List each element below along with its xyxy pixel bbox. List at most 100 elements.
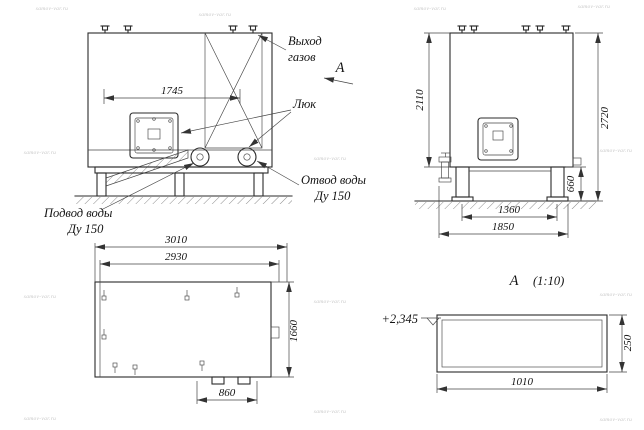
fastener-icon <box>112 362 118 374</box>
base-channel <box>455 166 470 198</box>
watermark: samov-var.ru <box>600 417 632 423</box>
watermark: samov-var.ru <box>36 6 68 12</box>
watermark: samov-var.ru <box>578 4 610 10</box>
fastener-icon <box>132 364 138 376</box>
extension-lines <box>94 243 288 282</box>
ground-side <box>414 200 597 209</box>
fastener-icon <box>101 328 107 340</box>
valve-icon <box>561 25 571 34</box>
watermark: samov-var.ru <box>600 292 632 298</box>
watermark: samov-var.ru <box>199 12 231 18</box>
water-inlet-label-2: Ду 150 <box>67 222 104 236</box>
frame-leg <box>96 172 107 197</box>
inlet-flange <box>190 147 210 167</box>
hatch-handle <box>147 128 161 140</box>
boiler-body-side <box>449 32 574 168</box>
extension-lines <box>424 32 450 168</box>
hatch-callout: Люк <box>180 97 316 148</box>
detail-view: А (1:10) +2,345 250 1010 <box>381 273 634 393</box>
water-outlet-label-1: Отвод воды <box>301 173 367 187</box>
watermark: samov-var.ru <box>600 148 632 154</box>
fastener-icon <box>199 360 205 372</box>
watermark: samov-var.ru <box>24 294 56 300</box>
watermark: samov-var.ru <box>24 416 56 422</box>
gas-outlet-label-1: Выход <box>288 34 322 48</box>
plan-fasteners <box>101 286 240 376</box>
bolt-icon <box>136 119 140 123</box>
elevation-text: +2,345 <box>381 312 418 326</box>
detail-scale: (1:10) <box>533 274 564 288</box>
bolt-icon <box>484 124 488 128</box>
dim-250-text: 250 <box>622 334 634 351</box>
water-flanges <box>190 147 257 167</box>
section-letter: А <box>335 60 345 76</box>
valve-icon <box>535 25 545 34</box>
side-hatch-door <box>477 117 519 161</box>
dim-1010: 1010 <box>436 374 608 393</box>
watermark: samov-var.ru <box>314 409 346 415</box>
leader-line <box>180 109 292 134</box>
watermark: samov-var.ru <box>314 299 346 305</box>
watermark: samov-var.ru <box>24 150 56 156</box>
gas-duct-panel <box>204 32 263 149</box>
support-base-side <box>451 166 569 202</box>
water-outlet-label-2: Ду 150 <box>314 189 351 203</box>
pipe-flange <box>438 156 452 163</box>
dim-1745-text: 1745 <box>161 85 184 97</box>
water-inlet-label-1: Подвод воды <box>43 206 113 220</box>
frame-rail <box>94 166 269 174</box>
hatch-outer <box>477 117 519 161</box>
valve-icon <box>123 25 133 34</box>
bolt-icon <box>136 146 140 150</box>
leader-line <box>257 34 287 51</box>
hatch-handle <box>492 130 504 141</box>
dim-2930: 2930 <box>99 251 280 282</box>
water-outlet-callout: Отвод воды Ду 150 <box>256 160 367 203</box>
bolt-icon <box>168 119 172 123</box>
dim-2930-text: 2930 <box>165 251 188 263</box>
view-direction-arrow-icon <box>323 77 354 85</box>
fastener-icon <box>101 289 107 301</box>
leader-line <box>248 111 292 148</box>
dim-2110: 2110 <box>414 32 450 168</box>
hatch-inner <box>134 117 174 154</box>
valve-icon <box>228 25 238 34</box>
valve-icon <box>248 25 258 34</box>
foot-plate <box>451 196 474 202</box>
dim-1850-text: 1850 <box>492 221 515 233</box>
support-frame-front <box>94 166 269 197</box>
outlet-flange <box>237 147 257 167</box>
foot-plate <box>546 196 569 202</box>
valve-icon <box>457 25 467 34</box>
front-hatch-door <box>129 112 179 159</box>
watermark: samov-var.ru <box>414 6 446 12</box>
valve-icon <box>521 25 531 34</box>
dim-2110-text: 2110 <box>414 89 426 111</box>
leader-line <box>100 162 195 211</box>
valve-icon <box>100 25 110 34</box>
extension-lines <box>99 260 280 282</box>
beam-section-inner <box>441 319 603 368</box>
dim-1010-text: 1010 <box>511 376 534 388</box>
dim-860-text: 860 <box>219 387 236 399</box>
frame-leg <box>174 172 185 197</box>
dim-1850: 1850 <box>438 186 569 238</box>
fastener-icon <box>184 289 190 301</box>
dim-1360-text: 1360 <box>498 204 521 216</box>
bolt-icon <box>484 149 488 153</box>
inlet-flange-hub <box>196 153 204 161</box>
pipe-flange-right <box>572 157 582 166</box>
detail-letter: А <box>509 273 519 289</box>
gas-outlet-callout: Выход газов <box>257 34 322 64</box>
gas-outlet-label-2: газов <box>288 50 316 64</box>
elevation-mark: +2,345 <box>381 312 441 326</box>
bolt-icon <box>152 117 156 121</box>
pipe-body <box>441 161 449 179</box>
top-view: 3010 2930 1660 860 <box>94 234 300 404</box>
watermarks: samov-var.ru samov-var.ru samov-var.ru s… <box>24 4 632 423</box>
outlet-flange-hub <box>243 153 251 161</box>
plan-side-nozzle <box>270 326 280 339</box>
hatch-inner <box>482 122 514 156</box>
plan-nozzle-tab <box>211 376 225 385</box>
